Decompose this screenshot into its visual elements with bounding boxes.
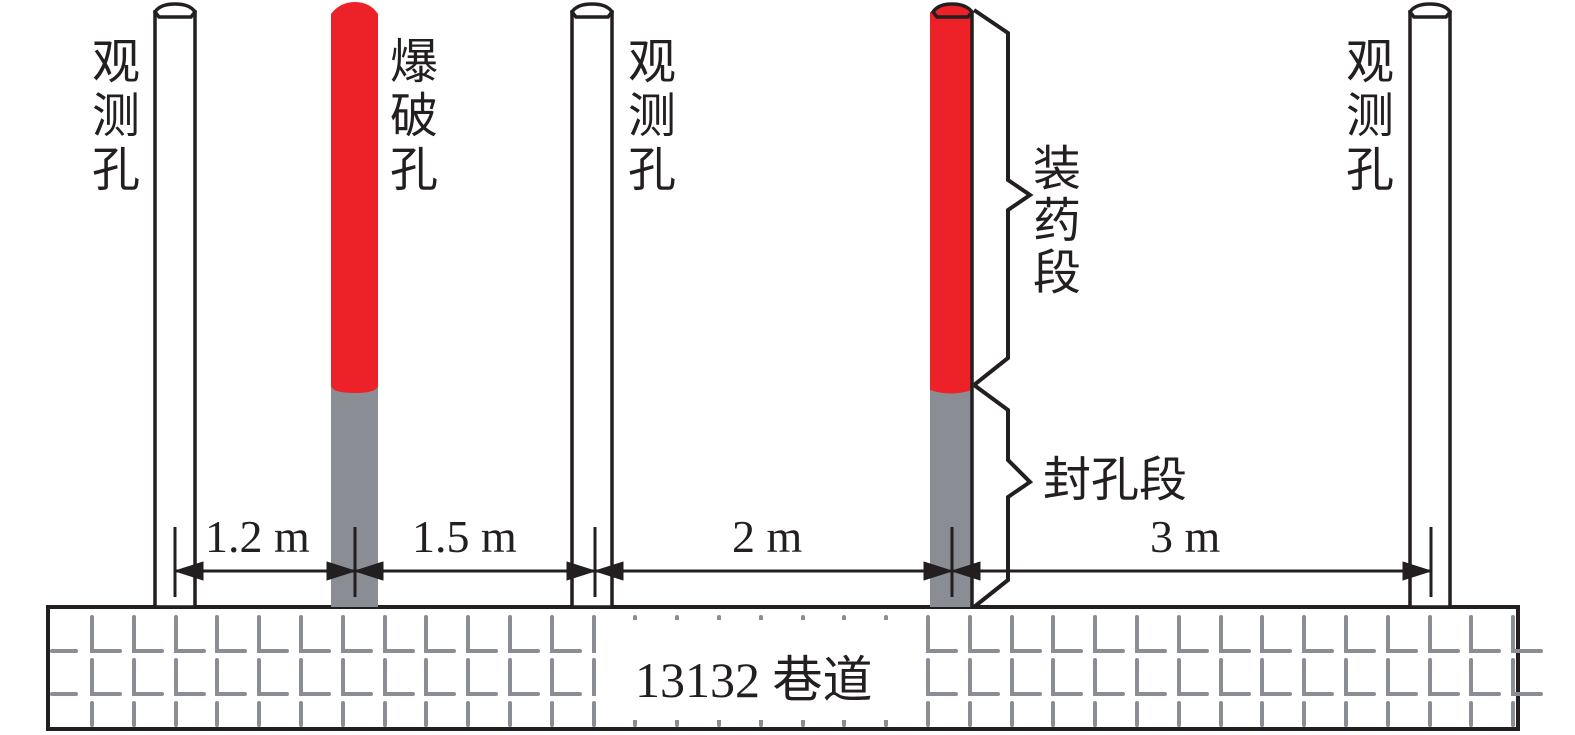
blast-hole-2 [930, 2, 975, 607]
svg-text:测: 测 [1346, 88, 1394, 144]
svg-text:观: 观 [1346, 34, 1394, 90]
svg-text:孔: 孔 [628, 142, 676, 198]
svg-text:孔: 孔 [390, 142, 438, 198]
charge-section [331, 2, 378, 393]
roadway: 13132 巷道 [46, 605, 1543, 731]
charge-section [930, 12, 972, 390]
svg-text:测: 测 [92, 88, 140, 144]
dimension-label-3: 2 m [732, 511, 803, 562]
observation-hole-3 [1407, 2, 1453, 609]
dimension-lines [173, 527, 1433, 597]
svg-text:药: 药 [1033, 193, 1081, 249]
dimension-label-2: 1.5 m [412, 511, 517, 562]
blast-hole-1-label: 爆 破 孔 [390, 34, 438, 198]
stemming-section-brace [972, 383, 1034, 609]
svg-text:段: 段 [1033, 245, 1081, 301]
observation-hole-3-label: 观 测 孔 [1346, 34, 1394, 198]
dimension-label-4: 3 m [1150, 511, 1221, 562]
svg-text:破: 破 [390, 88, 438, 144]
observation-hole-2-label: 观 测 孔 [628, 34, 676, 198]
observation-hole-1 [152, 2, 198, 609]
svg-text:孔: 孔 [92, 142, 140, 198]
svg-text:测: 测 [628, 88, 676, 144]
observation-hole-1-label: 观 测 孔 [92, 34, 140, 198]
svg-text:爆: 爆 [390, 34, 438, 90]
svg-text:装: 装 [1033, 141, 1081, 197]
dimension-label-1: 1.2 m [205, 511, 310, 562]
roadway-label: 13132 巷道 [635, 652, 873, 708]
observation-hole-2 [569, 2, 615, 609]
blast-hole-1 [331, 2, 378, 607]
charge-section-brace [972, 8, 1034, 387]
svg-text:观: 观 [628, 34, 676, 90]
svg-text:观: 观 [92, 34, 140, 90]
stemming-section-label: 封孔段 [1043, 452, 1187, 508]
roadway-label-bg [596, 620, 926, 720]
charge-section-label: 装 药 段 [1033, 141, 1081, 301]
svg-text:孔: 孔 [1346, 142, 1394, 198]
